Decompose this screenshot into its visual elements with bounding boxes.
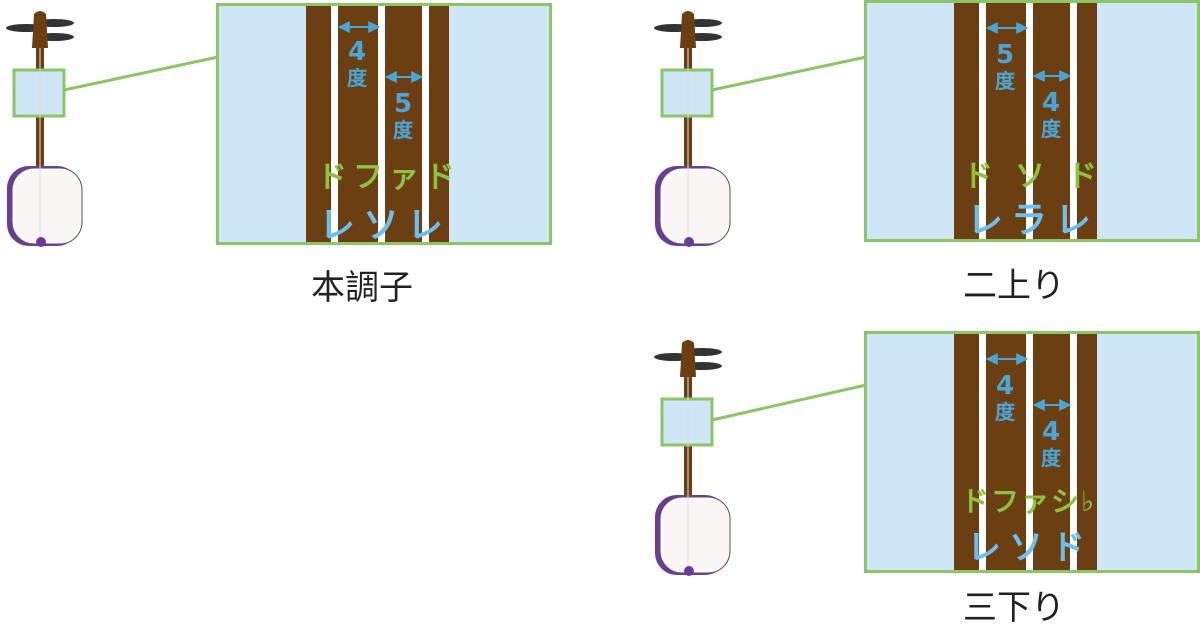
interval-arrow [985,22,1029,34]
string [1070,3,1077,239]
upper-notes: ドファド [317,160,461,195]
zoom-panel-honchoshi: 4 度 5 度 ドファド レソレ [216,3,552,245]
zoom-panel-sansagari: 4 度 4 度 ドファシ♭ レソド [864,331,1200,573]
interval-label-1: 4 度 [985,372,1025,423]
interval-arrow [985,353,1029,365]
interval-label-2: 4 度 [1031,418,1071,469]
interval-number: 4 [1041,417,1061,447]
connector-line-honchoshi [63,55,219,92]
connector-line-niagari [711,55,867,92]
interval-number: 4 [1041,88,1061,118]
interval-unit: 度 [1041,445,1061,470]
lower-notes: レソド [967,528,1093,568]
interval-arrow [1032,70,1072,82]
interval-unit: 度 [1041,116,1061,141]
string [979,334,986,570]
upper-notes: ドソド [963,159,1119,194]
interval-label-2: 5 度 [383,90,423,141]
interval-unit: 度 [393,117,413,142]
string [1026,3,1033,239]
string [979,3,986,239]
interval-arrow [337,21,381,33]
interval-number: 4 [347,37,367,67]
lower-notes: レラレ [967,200,1100,241]
shamisen-icon [654,340,731,576]
interval-unit: 度 [347,65,367,90]
interval-unit: 度 [995,68,1015,93]
interval-label-1: 4 度 [337,38,377,89]
caption-sansagari: 三下り [963,588,1065,628]
shamisen-icon [6,11,83,247]
interval-number: 5 [393,89,413,119]
zoom-panel-niagari: 5 度 4 度 ドソド レラレ [864,0,1200,242]
string [331,6,338,242]
string [378,6,385,242]
shamisen-icon [654,11,731,247]
interval-label-2: 4 度 [1031,89,1071,140]
string [422,6,429,242]
interval-arrow [1032,399,1072,411]
interval-number: 4 [995,371,1015,401]
interval-arrow [384,71,424,83]
interval-label-1: 5 度 [985,41,1025,92]
caption-niagari: 二上り [963,266,1065,306]
caption-honchoshi: 本調子 [311,268,413,308]
string [1026,334,1033,570]
lower-notes: レソレ [319,205,452,245]
string [1070,334,1077,570]
upper-notes: ドファシ♭ [961,485,1097,518]
interval-unit: 度 [995,399,1015,424]
interval-number: 5 [995,40,1015,70]
connector-line-sansagari [711,383,867,422]
